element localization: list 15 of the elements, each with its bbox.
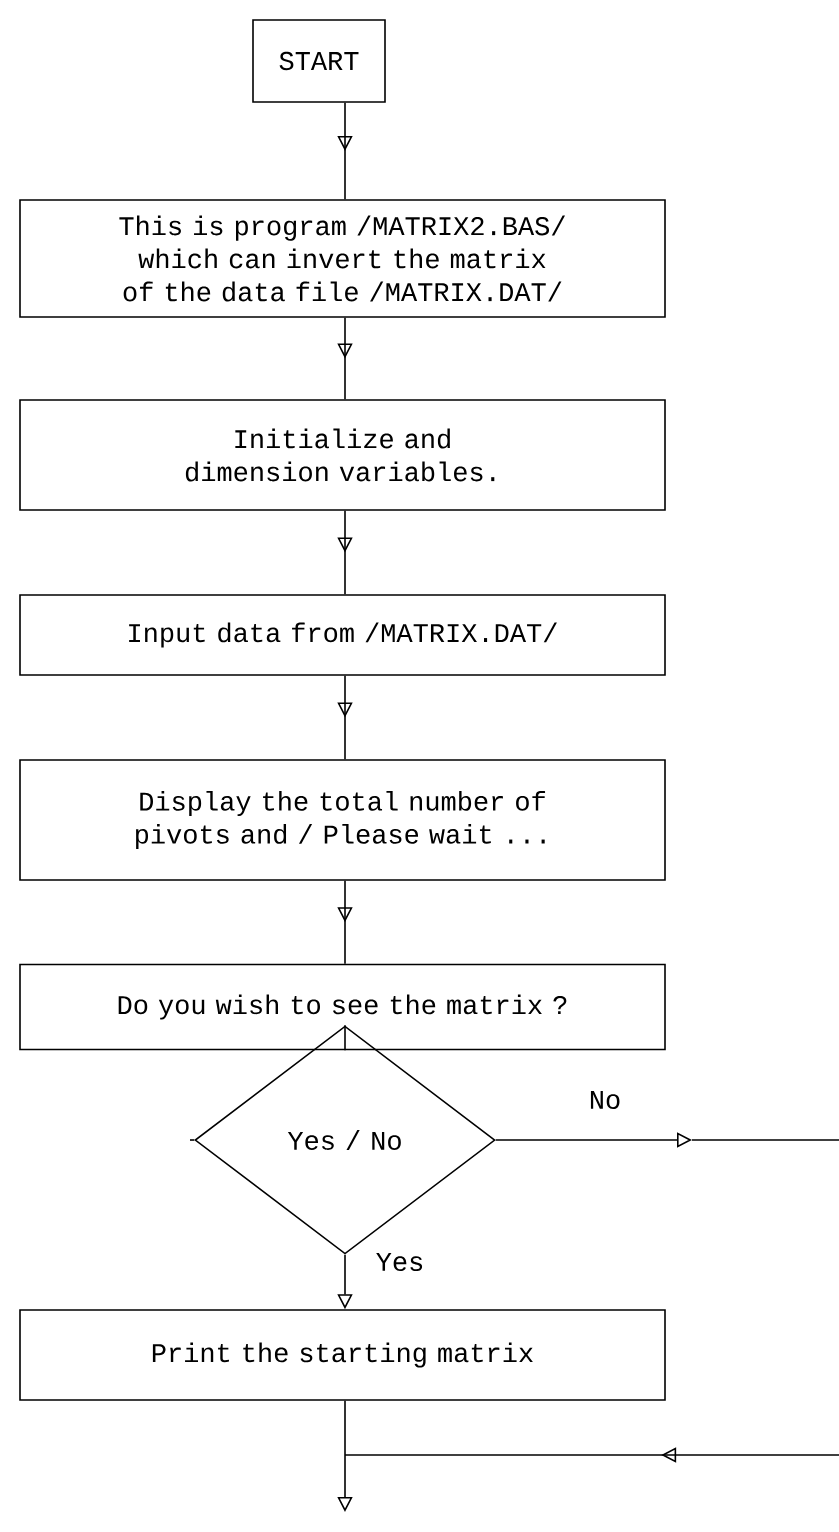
arrow: [337, 1400, 353, 1512]
process-box: This is program /MATRIX2.BAS/ which can invert the matrix of the data file /MATRIX.DAT/: [19, 199, 666, 318]
process-box: Do you wish to see the matrix ?: [19, 963, 666, 1051]
arrow: [337, 317, 353, 400]
process-box: Print the starting matrix: [19, 1309, 666, 1401]
process-box: Initialize and dimension variables.: [19, 399, 666, 511]
edge-label: Yes: [374, 1252, 426, 1273]
arrow: [337, 102, 353, 200]
process-box: Input data from /MATRIX.DAT/: [19, 594, 666, 676]
process-box: START: [252, 19, 386, 103]
arrow: [337, 880, 353, 965]
arrow: [337, 510, 353, 595]
edge-label: No: [587, 1090, 623, 1111]
process-box: Display the total number of pivots and / Please wait ...: [19, 759, 666, 881]
arrow: [337, 675, 353, 760]
